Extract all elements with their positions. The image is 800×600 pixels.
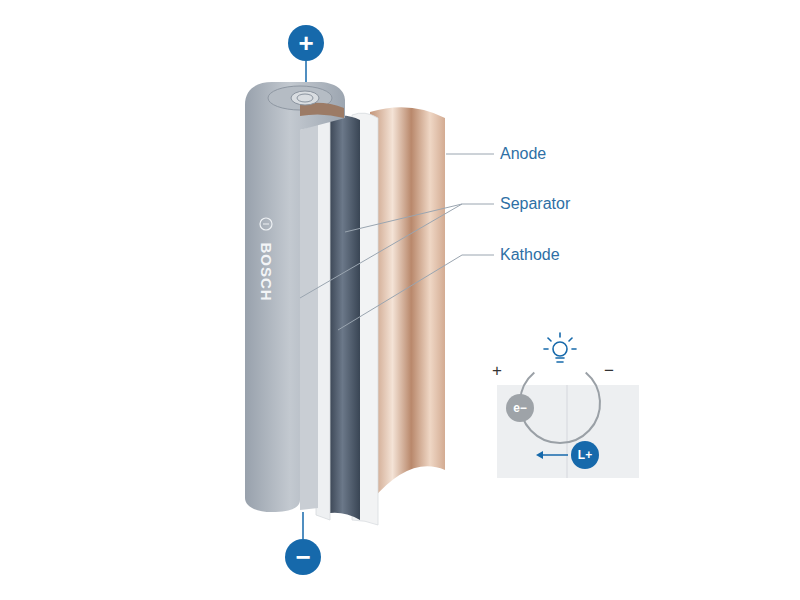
- bulb-ray: [544, 348, 548, 350]
- ion-arrow: [541, 454, 568, 456]
- bulb-ray: [548, 338, 551, 341]
- bulb-ray: [569, 338, 572, 341]
- electron-circle: e−: [506, 394, 534, 422]
- ion-circle: L+: [571, 441, 599, 469]
- bulb-ray: [559, 333, 561, 337]
- bosch-logo: [263, 224, 269, 225]
- part-label: Separator: [500, 194, 570, 213]
- leader-line: [446, 154, 494, 155]
- node-text: −: [295, 544, 310, 570]
- leader-line: [345, 204, 462, 232]
- bosch-logo: [260, 218, 272, 230]
- node-text: L+: [578, 449, 592, 461]
- brand-text: BOSCH: [257, 242, 275, 301]
- lightbulb-icon: [544, 333, 576, 362]
- terminal-line: [302, 512, 304, 539]
- leader-line: [338, 255, 494, 330]
- bulb: [553, 342, 567, 356]
- terminal-cap: [291, 91, 319, 105]
- bulb-base: [557, 361, 563, 363]
- battery-casing: [245, 82, 345, 512]
- terminal-ring: [297, 94, 313, 102]
- leader-line: [300, 204, 494, 298]
- cell-panel: [497, 385, 639, 478]
- casing-cut: [300, 124, 318, 510]
- panel-divider: [566, 385, 568, 478]
- separator-sheet: [316, 121, 330, 520]
- bulb-base: [556, 357, 564, 359]
- arrowhead: [536, 451, 543, 459]
- polarity-sign: +: [492, 361, 502, 381]
- polarity-sign: −: [604, 361, 614, 381]
- bulb-ray: [572, 348, 576, 350]
- node-text: e−: [513, 402, 527, 414]
- node-text: +: [298, 30, 313, 56]
- part-label: Kathode: [500, 245, 560, 264]
- part-label: Anode: [500, 144, 546, 163]
- positive-terminal: +: [288, 25, 324, 61]
- negative-terminal: −: [285, 539, 321, 575]
